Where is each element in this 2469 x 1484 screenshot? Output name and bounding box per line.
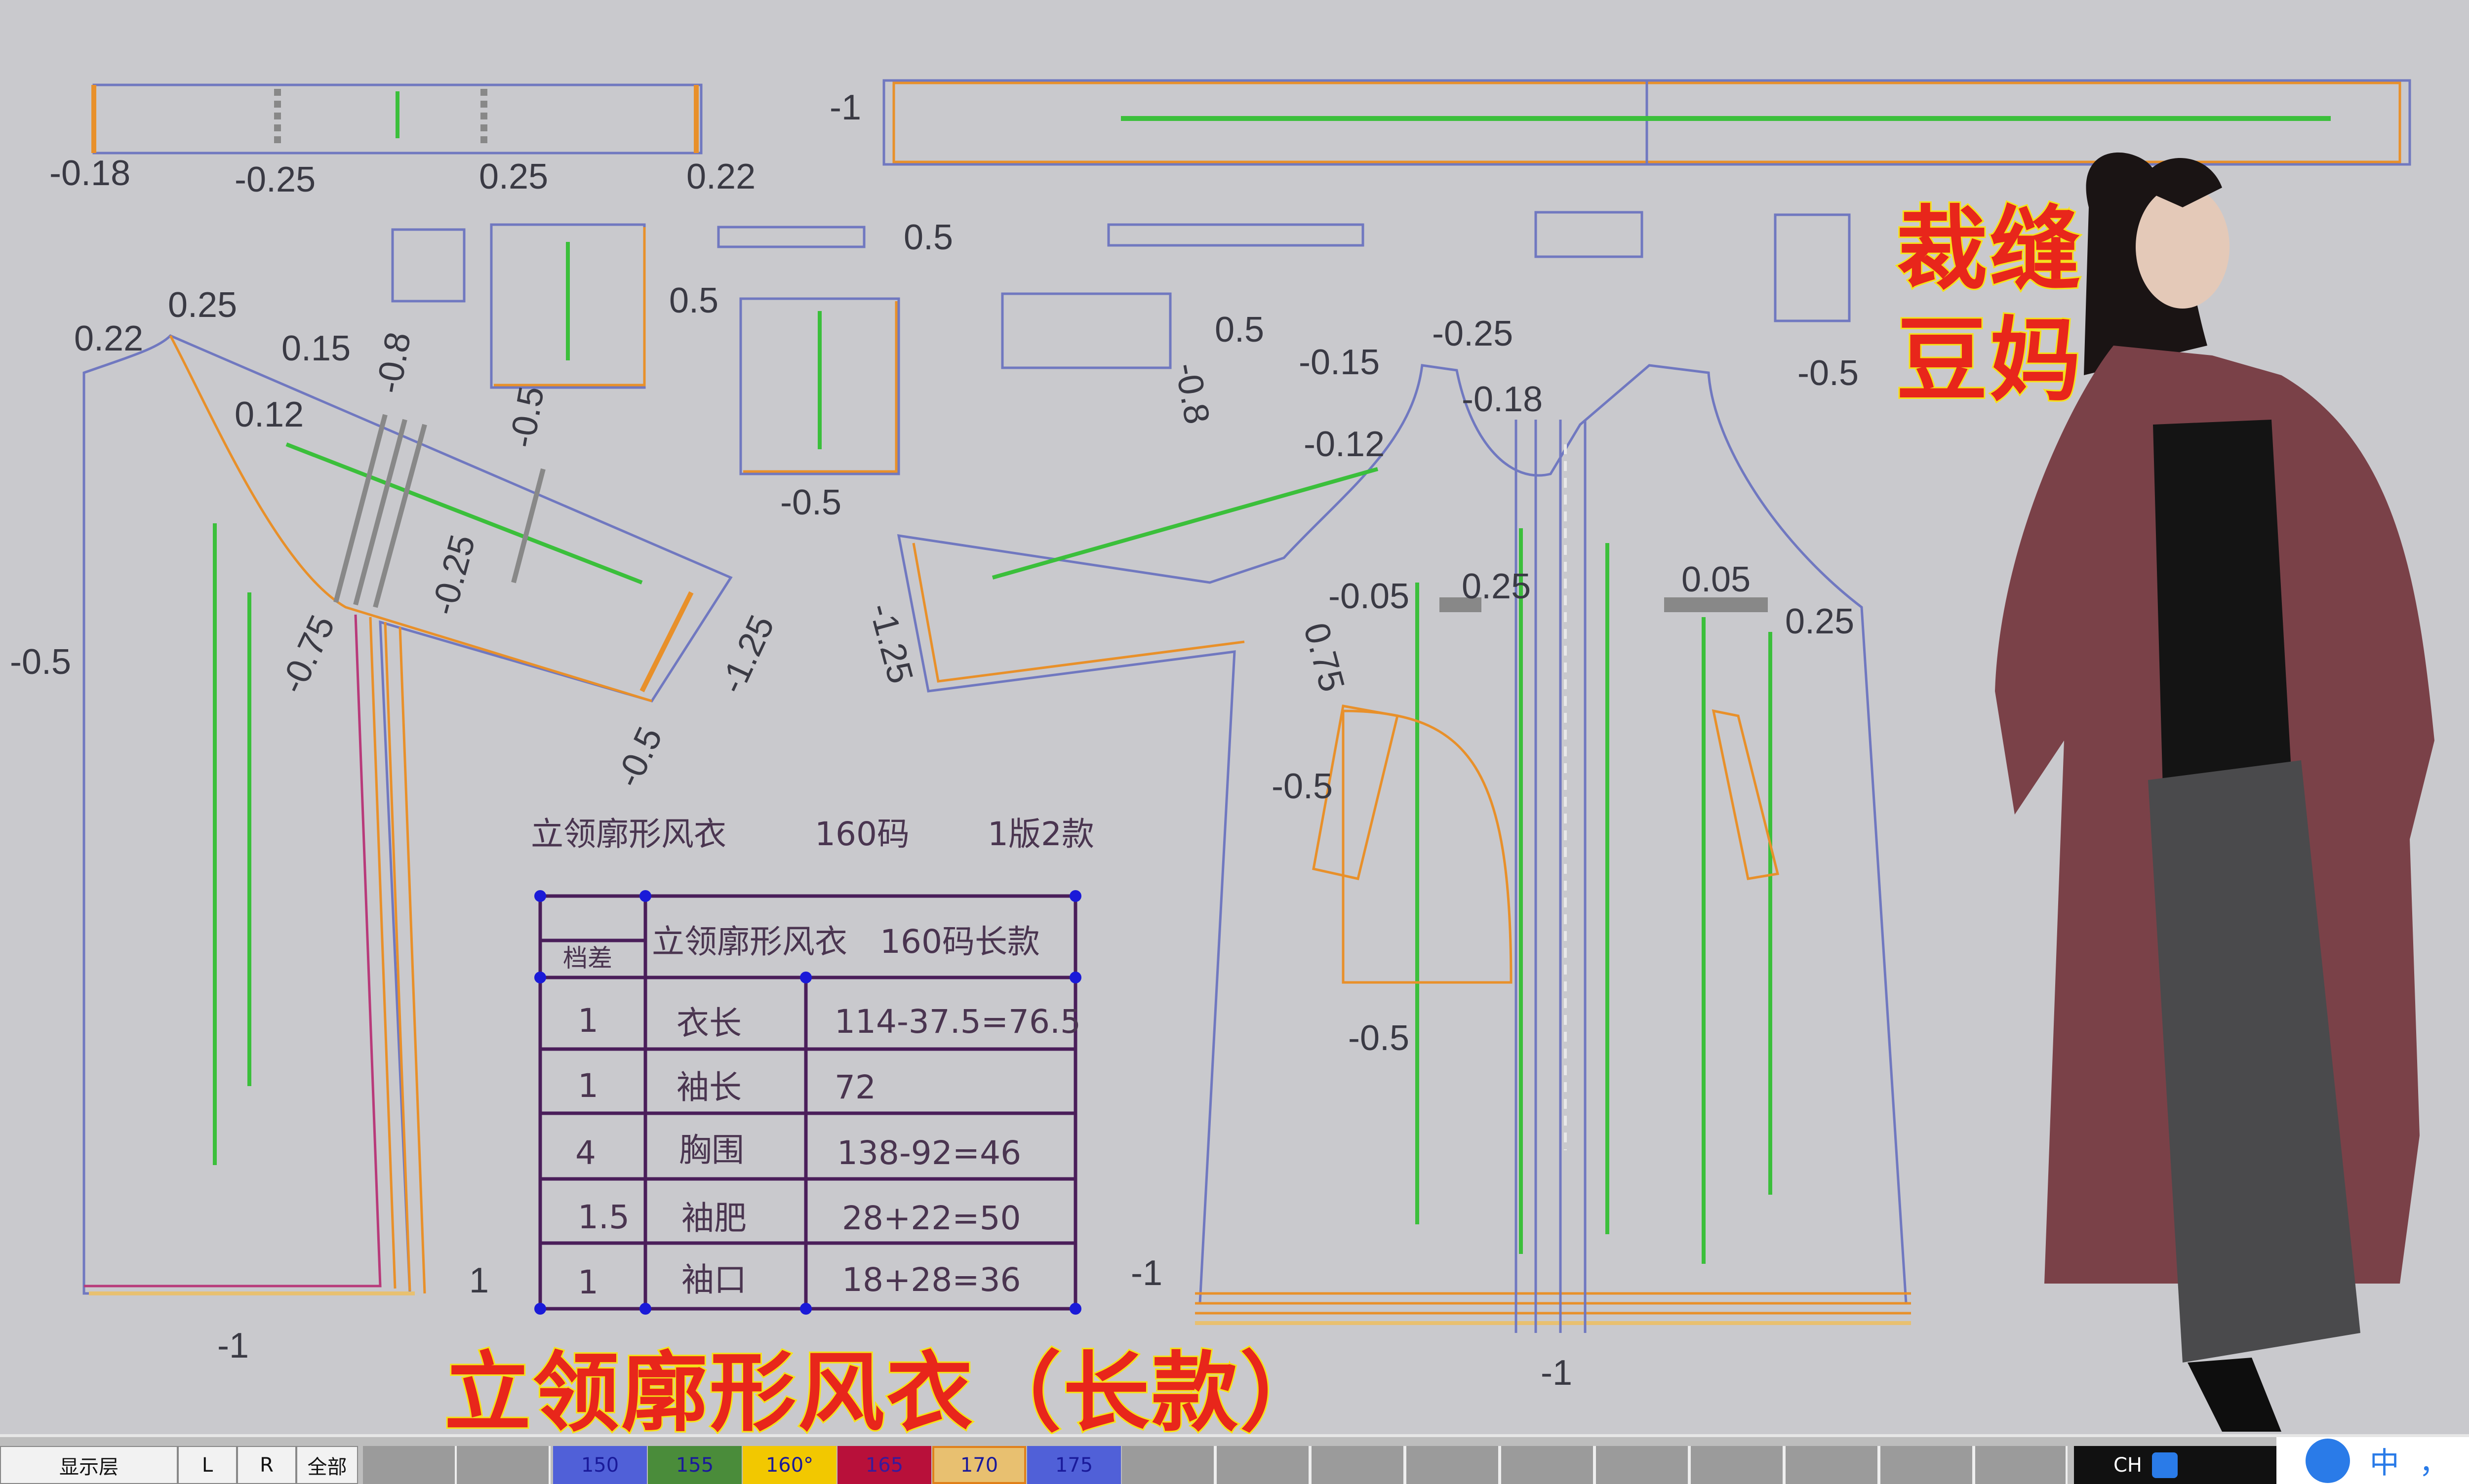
table-header: 立领廓形风衣 160码长款 [652, 923, 1040, 961]
label: -1.25 [712, 609, 782, 700]
brand-line-1: 裁缝 [1895, 195, 2083, 304]
pattern-version: 1版2款 [988, 815, 1094, 853]
size-150[interactable]: 150 [553, 1446, 647, 1484]
ime-chinese-mode[interactable]: 中 [2369, 1446, 2399, 1481]
label: 0.5 [904, 218, 953, 257]
label: -0.5 [608, 721, 670, 793]
small-pieces[interactable] [391, 211, 1851, 475]
ime-lang[interactable]: CH [2113, 1453, 2143, 1477]
label: -0.5 [502, 384, 552, 451]
label: 0.05 [1681, 560, 1751, 599]
label: -0.8 [369, 329, 418, 396]
table-cell: 1 [578, 1002, 598, 1040]
label: 0.5 [1215, 310, 1264, 350]
size-160[interactable]: 160° [743, 1446, 836, 1484]
pattern-name: 立领廓形风衣 [531, 815, 726, 853]
brand-line-2: 豆妈 [1895, 306, 2083, 415]
label: -0.5 [780, 483, 841, 522]
label: 1 [469, 1261, 489, 1300]
right-button[interactable]: R [237, 1446, 296, 1484]
label: 0.75 [1296, 619, 1353, 696]
size-165[interactable]: 165 [837, 1446, 931, 1484]
table-cell: 1 [578, 1263, 598, 1301]
left-button[interactable]: L [178, 1446, 237, 1484]
front-panel[interactable] [897, 364, 1911, 1333]
back-panel[interactable] [82, 334, 733, 1295]
size-175[interactable]: 175 [1027, 1446, 1121, 1484]
table-cell: 138-92=46 [837, 1134, 1021, 1172]
ime-logo-icon[interactable] [2152, 1452, 2178, 1478]
table-corner-label: 档差 [563, 944, 612, 973]
label: 0.25 [168, 285, 237, 325]
label: 0.22 [74, 319, 143, 358]
label: 0.22 [686, 157, 756, 196]
label: -1 [830, 88, 861, 127]
label: -0.15 [1299, 343, 1380, 382]
all-button[interactable]: 全部 [296, 1446, 358, 1484]
table-cell: 袖长 [677, 1068, 742, 1106]
table-cell: 1 [578, 1067, 598, 1105]
overlay-title: 立领廓形风衣（长款） [443, 1342, 1328, 1445]
label: -0.18 [1462, 380, 1543, 419]
label: -1.25 [862, 599, 921, 687]
table-cell: 18+28=36 [842, 1261, 1021, 1299]
label: -0.25 [235, 160, 316, 199]
size-slot-empty[interactable] [363, 1446, 457, 1484]
table-cell: 袖口 [681, 1261, 747, 1299]
display-layer-button[interactable]: 显示层 [0, 1446, 178, 1484]
ime-punctuation[interactable]: ， [2419, 1446, 2449, 1481]
label: -0.25 [1432, 314, 1513, 353]
label: -1 [217, 1326, 249, 1366]
pattern-size: 160码 [815, 815, 910, 853]
ime-toolbar[interactable]: 中 ， ☺ [2276, 1437, 2469, 1484]
model-photo [1995, 152, 2434, 1432]
label: -0.8 [1167, 360, 1217, 427]
label: -0.5 [1272, 767, 1333, 806]
label: 0.25 [1462, 567, 1531, 606]
table-cell: 1.5 [578, 1198, 630, 1236]
grade-labels: -0.18 -0.25 0.25 0.22 -1 0.5 0.5 0.5 -0.… [10, 88, 1859, 1393]
table-cell: 袖肥 [681, 1199, 747, 1237]
collar-piece[interactable] [91, 83, 703, 155]
spec-table-text: 档差 立领廓形风衣 160码长款 1 衣长 114-37.5=76.5 1 袖长… [563, 923, 1081, 1301]
pattern-title: 立领廓形风衣 160码 1版2款 [531, 815, 1094, 853]
table-cell: 4 [575, 1134, 596, 1172]
label: -0.05 [1328, 577, 1409, 616]
size-170[interactable]: 170 [932, 1446, 1026, 1484]
label: -0.12 [1304, 425, 1385, 464]
label: -0.5 [10, 642, 71, 682]
label: 0.25 [479, 157, 548, 196]
label: -1 [1131, 1253, 1162, 1293]
size-155[interactable]: 155 [648, 1446, 742, 1484]
table-cell: 28+22=50 [842, 1199, 1021, 1237]
label: 0.12 [235, 395, 304, 434]
pattern-canvas[interactable]: -0.18 -0.25 0.25 0.22 -1 0.5 0.5 0.5 -0.… [0, 0, 2469, 1434]
size-slots-empty[interactable] [1122, 1446, 2068, 1484]
table-cell: 胸围 [679, 1131, 744, 1169]
table-cell: 衣长 [677, 1004, 742, 1042]
label: -0.25 [424, 531, 483, 619]
spec-table [534, 890, 1081, 1315]
label: -0.75 [273, 609, 343, 700]
ime-tray[interactable]: CH [2074, 1446, 2276, 1484]
label: -0.18 [49, 154, 130, 193]
label: -0.5 [1348, 1018, 1409, 1058]
label: -0.5 [1797, 353, 1859, 393]
table-cell: 114-37.5=76.5 [835, 1003, 1081, 1041]
label: 0.5 [669, 281, 718, 320]
label: 0.25 [1785, 602, 1854, 641]
belt-piece[interactable] [882, 79, 2411, 166]
label: -1 [1541, 1353, 1572, 1393]
ime-logo-icon[interactable] [2305, 1438, 2350, 1483]
table-cell: 72 [835, 1068, 876, 1106]
label: 0.15 [281, 329, 351, 368]
status-bar: 显示层 L R 全部 150 155 160° 165 170 175 CH 中… [0, 1434, 2469, 1484]
size-slot-empty[interactable] [457, 1446, 551, 1484]
